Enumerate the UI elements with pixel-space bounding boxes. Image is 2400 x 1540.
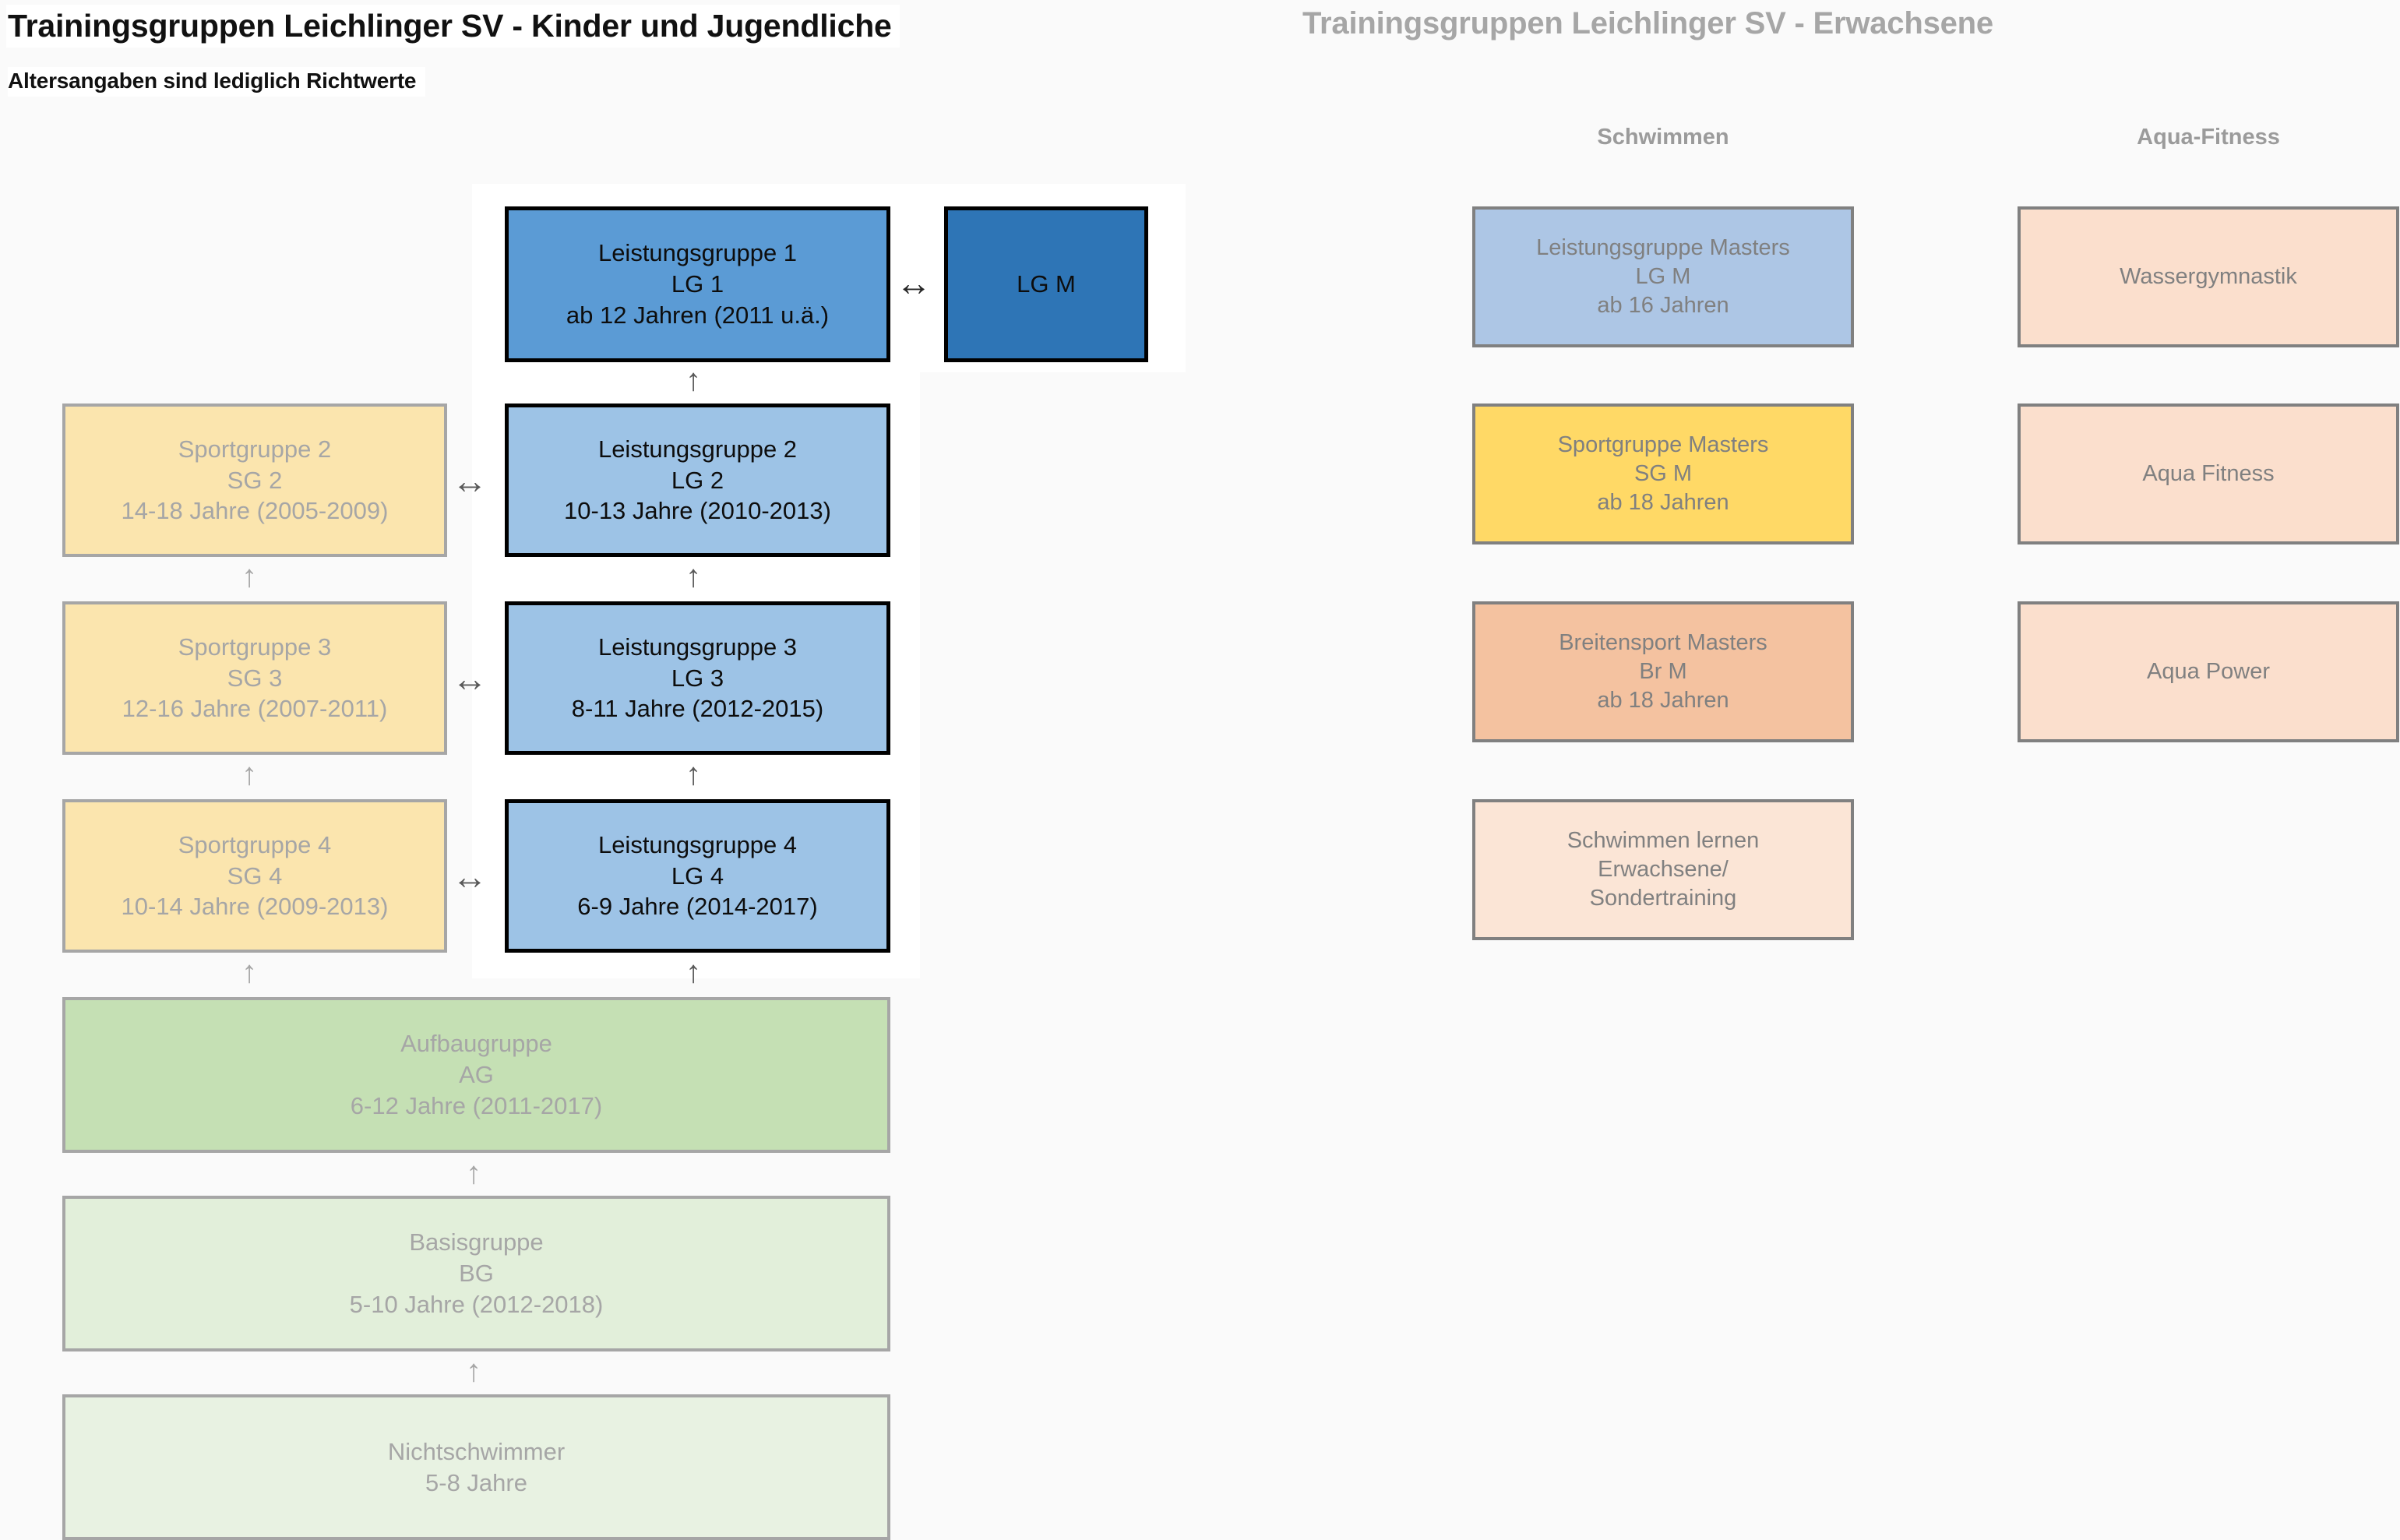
node-leistungsgruppe-1[interactable]: Leistungsgruppe 1 LG 1 ab 12 Jahren (201… bbox=[505, 206, 890, 362]
node-nichtschwimmer[interactable]: Nichtschwimmer 5-8 Jahre bbox=[62, 1394, 890, 1540]
node-age: 14-18 Jahre (2005-2009) bbox=[121, 497, 389, 525]
node-short: LG M bbox=[1635, 263, 1691, 289]
node-age: 8-11 Jahre (2012-2015) bbox=[571, 695, 824, 723]
node-age: ab 18 Jahren bbox=[1597, 490, 1729, 516]
node-title: Leistungsgruppe Masters bbox=[1536, 234, 1790, 260]
node-title: Nichtschwimmer bbox=[387, 1437, 566, 1465]
node-short: LG 3 bbox=[671, 664, 724, 692]
node-short: SG M bbox=[1633, 460, 1693, 486]
node-age: ab 18 Jahren bbox=[1597, 688, 1729, 714]
page-title-right: Trainingsgruppen Leichlinger SV - Erwach… bbox=[1302, 6, 1993, 41]
page-subtitle-left: Altersangaben sind lediglich Richtwerte bbox=[8, 67, 426, 97]
arrow-sg2-lg2: ↔ bbox=[452, 460, 488, 501]
arrow-sg4-lg4: ↔ bbox=[452, 856, 488, 897]
arrow-up-lg2-lg1: ↑ bbox=[685, 363, 701, 397]
arrow-up-lg4-lg3: ↑ bbox=[685, 757, 701, 791]
node-short: LG 2 bbox=[671, 466, 724, 494]
node-schwimmen-lernen-erwachsene[interactable]: Schwimmen lernen Erwachsene/ Sondertrain… bbox=[1472, 799, 1854, 940]
node-age: 10-14 Jahre (2009-2013) bbox=[121, 893, 389, 921]
node-title: Aqua Power bbox=[2147, 658, 2270, 684]
node-age: Sondertraining bbox=[1589, 886, 1737, 911]
node-short: SG 2 bbox=[227, 466, 283, 494]
node-title: Sportgruppe 2 bbox=[178, 435, 332, 463]
node-sportgruppe-3[interactable]: Sportgruppe 3 SG 3 12-16 Jahre (2007-201… bbox=[62, 601, 447, 755]
page-title-left: Trainingsgruppen Leichlinger SV - Kinder… bbox=[6, 5, 900, 48]
node-leistungsgruppe-masters[interactable]: Leistungsgruppe Masters LG M ab 16 Jahre… bbox=[1472, 206, 1854, 347]
arrow-up-sg4-sg3: ↑ bbox=[241, 757, 257, 791]
node-short: Erwachsene/ bbox=[1598, 856, 1729, 882]
node-lg-masters-top[interactable]: LG M bbox=[944, 206, 1148, 362]
node-leistungsgruppe-3[interactable]: Leistungsgruppe 3 LG 3 8-11 Jahre (2012-… bbox=[505, 601, 890, 755]
node-sportgruppe-2[interactable]: Sportgruppe 2 SG 2 14-18 Jahre (2005-200… bbox=[62, 404, 447, 557]
node-title: Aufbaugruppe bbox=[400, 1030, 552, 1058]
node-leistungsgruppe-2[interactable]: Leistungsgruppe 2 LG 2 10-13 Jahre (2010… bbox=[505, 404, 890, 557]
node-short: LG 1 bbox=[671, 270, 724, 298]
node-age: ab 16 Jahren bbox=[1597, 293, 1729, 319]
node-breitensport-masters[interactable]: Breitensport Masters Br M ab 18 Jahren bbox=[1472, 601, 1854, 742]
node-title: Sportgruppe 3 bbox=[178, 633, 332, 661]
node-aufbaugruppe[interactable]: Aufbaugruppe AG 6-12 Jahre (2011-2017) bbox=[62, 997, 890, 1153]
node-age: 5-8 Jahre bbox=[425, 1468, 527, 1496]
node-wassergymnastik[interactable]: Wassergymnastik bbox=[2018, 206, 2399, 347]
node-short: Br M bbox=[1639, 658, 1687, 684]
node-title: Sportgruppe Masters bbox=[1557, 432, 1769, 457]
node-short: LG 4 bbox=[671, 862, 724, 890]
node-age: ab 12 Jahren (2011 u.ä.) bbox=[566, 301, 830, 329]
arrow-up-bg-ag: ↑ bbox=[466, 1156, 481, 1190]
node-title: Leistungsgruppe 4 bbox=[597, 830, 798, 858]
arrow-up-ag-sg4: ↑ bbox=[241, 955, 257, 989]
arrow-up-lg3-lg2: ↑ bbox=[685, 559, 701, 594]
arrow-up-sg3-sg2: ↑ bbox=[241, 559, 257, 594]
node-leistungsgruppe-4[interactable]: Leistungsgruppe 4 LG 4 6-9 Jahre (2014-2… bbox=[505, 799, 890, 953]
node-age: 6-12 Jahre (2011-2017) bbox=[350, 1091, 603, 1119]
node-short: SG 3 bbox=[227, 664, 283, 692]
node-short: AG bbox=[459, 1061, 494, 1089]
node-age: 12-16 Jahre (2007-2011) bbox=[122, 695, 388, 723]
arrow-lg1-lgm: ↔ bbox=[896, 263, 932, 303]
node-aqua-power[interactable]: Aqua Power bbox=[2018, 601, 2399, 742]
node-title: Leistungsgruppe 1 bbox=[597, 239, 798, 267]
node-age: 6-9 Jahre (2014-2017) bbox=[577, 893, 818, 921]
arrow-up-ag-lg4: ↑ bbox=[685, 955, 701, 989]
arrow-up-ns-bg: ↑ bbox=[466, 1354, 481, 1388]
node-basisgruppe[interactable]: Basisgruppe BG 5-10 Jahre (2012-2018) bbox=[62, 1196, 890, 1351]
column-header-aqua-fitness: Aqua-Fitness bbox=[2137, 125, 2280, 150]
node-short: BG bbox=[459, 1260, 494, 1288]
node-title: Basisgruppe bbox=[409, 1228, 544, 1256]
node-title: Breitensport Masters bbox=[1559, 629, 1767, 655]
node-title: Sportgruppe 4 bbox=[178, 830, 332, 858]
node-title: Leistungsgruppe 2 bbox=[597, 435, 798, 463]
node-title: Schwimmen lernen bbox=[1567, 827, 1760, 853]
node-short: SG 4 bbox=[227, 862, 283, 890]
node-aqua-fitness[interactable]: Aqua Fitness bbox=[2018, 404, 2399, 544]
node-sportgruppe-masters[interactable]: Sportgruppe Masters SG M ab 18 Jahren bbox=[1472, 404, 1854, 544]
node-age: 5-10 Jahre (2012-2018) bbox=[349, 1290, 604, 1318]
node-short: LG M bbox=[1017, 270, 1076, 298]
arrow-sg3-lg3: ↔ bbox=[452, 658, 488, 699]
node-sportgruppe-4[interactable]: Sportgruppe 4 SG 4 10-14 Jahre (2009-201… bbox=[62, 799, 447, 953]
node-title: Wassergymnastik bbox=[2120, 263, 2297, 289]
node-age: 10-13 Jahre (2010-2013) bbox=[564, 497, 831, 525]
node-title: Aqua Fitness bbox=[2142, 460, 2275, 486]
node-title: Leistungsgruppe 3 bbox=[597, 633, 798, 661]
column-header-schwimmen: Schwimmen bbox=[1597, 125, 1729, 150]
